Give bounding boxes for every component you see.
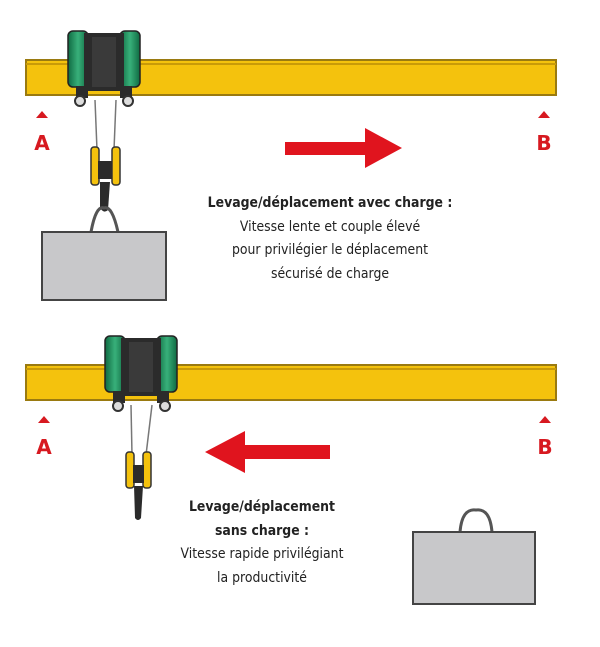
load (412, 531, 536, 605)
svg-text:A: A (36, 435, 52, 459)
svg-text:B: B (536, 131, 551, 155)
load (41, 231, 167, 301)
marker-b: B (536, 111, 552, 155)
trolley (104, 335, 178, 456)
caption-line: Vitesse rapide privilégiant (180, 546, 344, 562)
caption-line: Vitesse lente et couple élevé (239, 218, 421, 235)
caption-without-load: Levage/déplacement sans charge : Vitesse… (150, 496, 374, 590)
caption-title: sans charge : (214, 522, 310, 539)
marker-a: A (34, 111, 50, 155)
caption-with-load: Levage/déplacement avec charge : Vitesse… (192, 192, 467, 286)
bottom-scene: A B (25, 335, 557, 605)
caption-title: Levage/déplacement (188, 499, 336, 515)
arrow-left-icon (205, 431, 330, 473)
hook-block (89, 146, 121, 233)
svg-text:A: A (34, 131, 50, 155)
marker-b: B (537, 416, 553, 459)
trolley (67, 30, 141, 151)
svg-text:B: B (537, 435, 552, 459)
top-scene: A B (25, 30, 557, 301)
caption-line: sécurisé de charge (270, 265, 390, 282)
caption-line: pour privilégier le déplacement (231, 242, 429, 258)
arrow-right-icon (285, 128, 402, 168)
marker-a: A (36, 416, 52, 459)
hook-block (125, 451, 152, 520)
caption-title: Levage/déplacement avec charge : (207, 195, 453, 211)
caption-line: la productivité (217, 569, 307, 586)
